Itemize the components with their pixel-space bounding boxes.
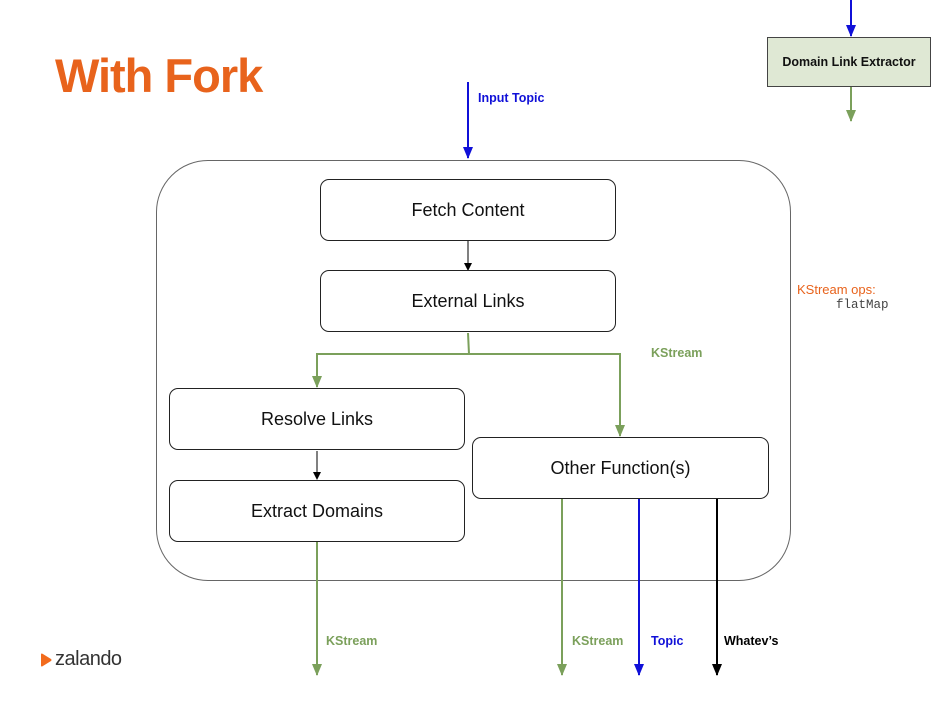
whatevs-label: Whatev’s bbox=[724, 634, 779, 648]
kstream-extract-label: KStream bbox=[326, 634, 378, 648]
kstream-fork-label: KStream bbox=[651, 346, 703, 360]
kstream-ops-title: KStream ops: bbox=[797, 282, 876, 297]
zalando-logo-text: zalando bbox=[55, 648, 122, 670]
external-links-node: External Links bbox=[320, 270, 616, 332]
fetch-content-node: Fetch Content bbox=[320, 179, 616, 241]
extract-domains-node: Extract Domains bbox=[169, 480, 465, 542]
fork-line bbox=[467, 332, 625, 437]
fetch-content-label: Fetch Content bbox=[411, 199, 525, 220]
topic-label: Topic bbox=[651, 634, 684, 648]
other-functions-label: Other Function(s) bbox=[550, 457, 691, 478]
kstream-ops-value: flatMap bbox=[836, 298, 889, 312]
extract-domains-label: Extract Domains bbox=[250, 500, 384, 521]
fork-left-line bbox=[312, 353, 469, 388]
zalando-logo: zalando bbox=[40, 648, 122, 671]
page-title: With Fork bbox=[55, 49, 263, 102]
external-links-label: External Links bbox=[411, 290, 525, 311]
kstream-other-label: KStream bbox=[572, 634, 624, 648]
other-functions-node: Other Function(s) bbox=[472, 437, 769, 499]
input-topic-label: Input Topic bbox=[478, 91, 545, 105]
resolve-links-node: Resolve Links bbox=[169, 388, 465, 450]
processor-container bbox=[156, 160, 791, 581]
zalando-play-icon bbox=[41, 653, 52, 666]
domain-link-extractor-label: Domain Link Extractor bbox=[782, 55, 916, 69]
resolve-links-label: Resolve Links bbox=[260, 408, 374, 429]
domain-link-extractor-node: Domain Link Extractor bbox=[767, 37, 931, 87]
